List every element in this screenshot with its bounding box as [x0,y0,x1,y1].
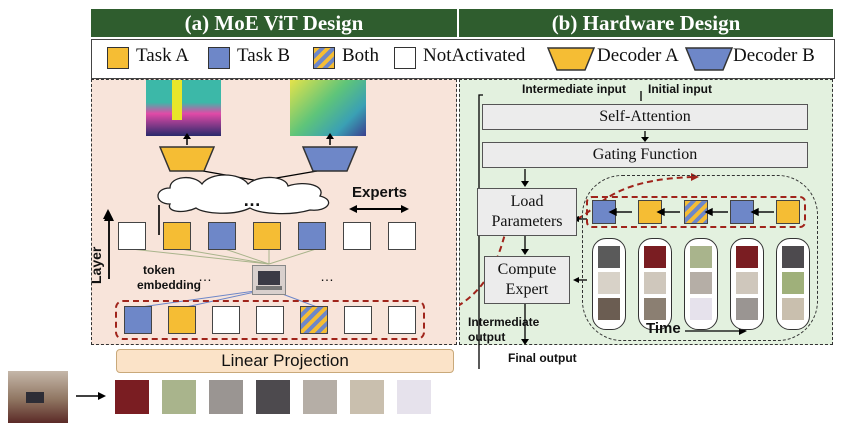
layer-token [256,306,284,334]
expert-thumbnail [598,298,620,320]
expert-thumbnail [736,298,758,320]
decoder-a-icon [547,47,595,71]
compute-expert-block: Compute Expert [484,256,570,304]
decoder-a-label: Decoder A [597,45,679,66]
task-b-label: Task B [237,45,291,66]
layer-token [300,306,328,334]
decoder-b-icon [685,47,733,71]
segmentation-output-a [146,80,221,136]
input-patch [397,380,431,414]
layer-token [344,306,372,334]
both-label: Both [342,45,379,66]
self-attention-block: Self-Attention [482,104,808,130]
expert-token [208,222,236,250]
not-activated-label: NotActivated [423,45,526,66]
input-image-laptop [26,392,44,403]
expert-thumbnail [690,246,712,268]
expert-token [388,222,416,250]
input-patch [115,380,149,414]
expert-thumbnail [782,272,804,294]
expert-token [253,222,281,250]
expert-thumbnail [782,298,804,320]
expert-token [298,222,326,250]
input-patch-laptop [252,265,286,295]
token-label-line1: token [143,263,176,277]
layer-token-box [115,300,425,340]
task-a-swatch [107,47,129,69]
decoder-b [302,146,358,172]
task-a-label: Task A [136,45,190,66]
compute-expert-line2: Expert [505,281,549,298]
input-patch [350,380,384,414]
depth-output-b [290,80,366,136]
gating-function-block: Gating Function [482,142,808,168]
layer-token [388,306,416,334]
queue-arrows [608,207,774,217]
queue-token [684,200,708,224]
decoder-a [159,146,215,172]
intermediate-input-label: Intermediate input [522,82,627,96]
layer-token [168,306,196,334]
expert-token [118,222,146,250]
hardware-design-header: (b) Hardware Design [459,9,833,37]
expert-queue-box [586,196,806,228]
expert-thumbnail [598,272,620,294]
compute-expert-line1: Compute [497,261,557,278]
intermediate-output-label-2: output [468,330,506,344]
cloud-ellipsis: … [243,190,261,210]
expert-thumbnail [644,298,666,320]
input-patch [209,380,243,414]
time-label: Time [646,320,681,337]
expert-thumbnail [598,246,620,268]
moe-vit-design-header: (a) MoE ViT Design [91,9,457,37]
expert-thumbnail [736,246,758,268]
not-activated-swatch [394,47,416,69]
experts-label: Experts [352,184,408,201]
layer-token [124,306,152,334]
load-parameters-block: Load Parameters [477,188,577,236]
layer-token [212,306,240,334]
intermediate-output-label: Intermediate [468,315,540,329]
load-parameters-line1: Load [510,193,544,210]
layer-label: Layer [88,246,104,284]
expert-thumbnail [690,272,712,294]
decoder-b-label: Decoder B [733,45,815,66]
token-dots-right: … [320,268,334,284]
final-output-label: Final output [508,351,577,365]
input-patch [303,380,337,414]
task-b-swatch [208,47,230,69]
expert-thumbnail [690,298,712,320]
experts-cloud [157,174,330,215]
input-arrow [76,392,106,400]
both-swatch [313,47,335,69]
input-patch [162,380,196,414]
expert-thumbnail [644,272,666,294]
input-patch [256,380,290,414]
initial-input-label: Initial input [648,82,712,96]
queue-token [776,200,800,224]
segmentation-highlight [172,80,182,120]
expert-thumbnail [644,246,666,268]
expert-thumbnail [736,272,758,294]
load-parameters-line2: Parameters [491,213,563,230]
token-label-line2: embedding [137,278,202,292]
expert-thumbnail [782,246,804,268]
expert-token [343,222,371,250]
expert-queue-region [582,175,818,341]
expert-token [163,222,191,250]
token-dots-left: … [198,268,212,284]
linear-projection: Linear Projection [116,349,454,373]
